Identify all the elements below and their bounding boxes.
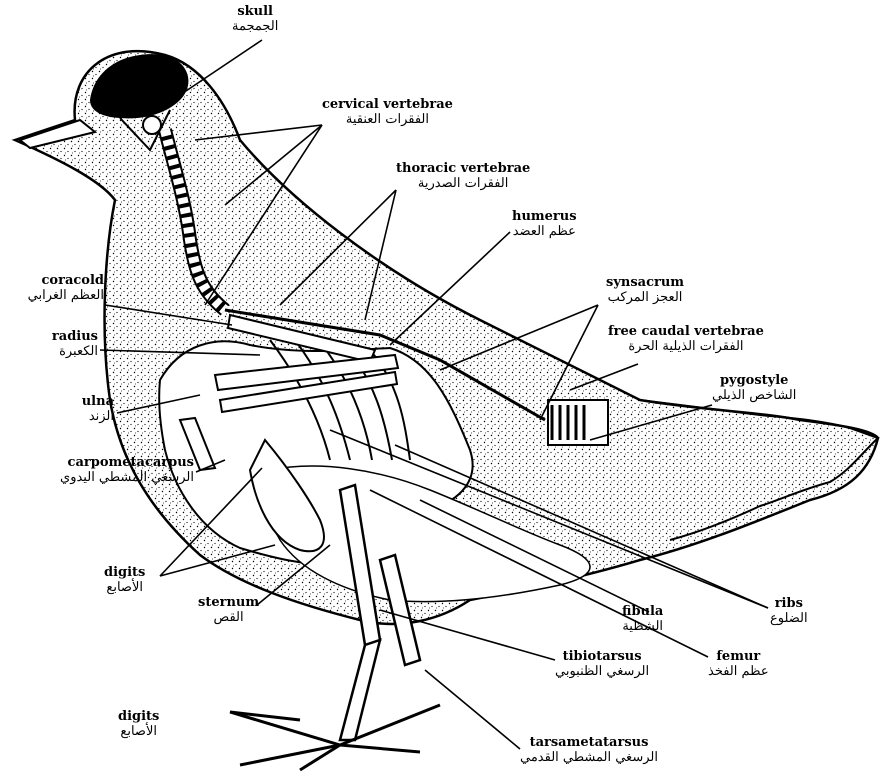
label-carpometacarpus-ar: الرسغي المشطي اليدوي xyxy=(4,471,194,486)
label-free-caudal-vertebrae-en: free caudal vertebrae xyxy=(608,325,764,340)
label-tibiotarsus-en: tibiotarsus xyxy=(555,650,649,665)
label-humerus-en: humerus xyxy=(512,210,577,225)
label-synsacrum-en: synsacrum xyxy=(606,276,684,291)
label-ribs-en: ribs xyxy=(770,597,808,612)
label-tibiotarsus-ar: الرسغي الظنبوبي xyxy=(555,665,649,680)
label-fibula: fibula الشظية xyxy=(622,605,663,634)
label-tibiotarsus: tibiotarsus الرسغي الظنبوبي xyxy=(555,650,649,679)
label-thoracic-vertebrae-ar: الفقرات الصدرية xyxy=(396,177,530,192)
label-coracoid-ar: العظم الغرابي xyxy=(6,289,104,304)
label-free-caudal-vertebrae-ar: الفقرات الذيلية الحرة xyxy=(608,340,764,355)
label-sternum-ar: القص xyxy=(198,611,259,626)
label-skull-ar: الجمجمة xyxy=(232,20,278,35)
label-pygostyle-ar: الشاخص الذيلي xyxy=(712,389,796,404)
label-digits-foot: digits الأصابع xyxy=(118,710,159,739)
label-pygostyle-en: pygostyle xyxy=(712,374,796,389)
label-digits-wing-ar: الأصابع xyxy=(104,581,145,596)
label-thoracic-vertebrae: thoracic vertebrae الفقرات الصدرية xyxy=(396,162,530,191)
label-radius: radius الكعبرة xyxy=(6,330,98,359)
label-femur-en: femur xyxy=(708,650,769,665)
label-digits-foot-en: digits xyxy=(118,710,159,725)
label-radius-ar: الكعبرة xyxy=(6,345,98,360)
label-humerus: humerus عظم العضد xyxy=(512,210,577,239)
label-femur: femur عظم الفخذ xyxy=(708,650,769,679)
label-coracoid: coracold العظم الغرابي xyxy=(6,274,104,303)
label-digits-wing-en: digits xyxy=(104,566,145,581)
label-synsacrum: synsacrum العجز المركب xyxy=(606,276,684,305)
label-thoracic-vertebrae-en: thoracic vertebrae xyxy=(396,162,530,177)
label-tarsometatarsus-en: tarsametatarsus xyxy=(520,736,658,751)
label-carpometacarpus-en: carpometacarpus xyxy=(4,456,194,471)
label-digits-foot-ar: الأصابع xyxy=(118,725,159,740)
label-free-caudal-vertebrae: free caudal vertebrae الفقرات الذيلية ال… xyxy=(608,325,764,354)
label-ulna-ar: الزند xyxy=(6,410,114,425)
label-sternum: sternum القص xyxy=(198,596,259,625)
label-fibula-en: fibula xyxy=(622,605,663,620)
label-cervical-vertebrae-en: cervical vertebrae xyxy=(322,98,453,113)
label-tarsometatarsus: tarsametatarsus الرسغي المشطي القدمي xyxy=(520,736,658,765)
label-cervical-vertebrae: cervical vertebrae الفقرات العنقية xyxy=(322,98,453,127)
label-digits-wing: digits الأصابع xyxy=(104,566,145,595)
label-cervical-vertebrae-ar: الفقرات العنقية xyxy=(322,113,453,128)
label-coracoid-en: coracold xyxy=(6,274,104,289)
label-skull: skull الجمجمة xyxy=(232,5,278,34)
label-synsacrum-ar: العجز المركب xyxy=(606,291,684,306)
label-radius-en: radius xyxy=(6,330,98,345)
label-ulna-en: ulna xyxy=(6,395,114,410)
label-pygostyle: pygostyle الشاخص الذيلي xyxy=(712,374,796,403)
label-ribs: ribs الضلوع xyxy=(770,597,808,626)
label-ulna: ulna الزند xyxy=(6,395,114,424)
label-skull-en: skull xyxy=(232,5,278,20)
label-sternum-en: sternum xyxy=(198,596,259,611)
label-carpometacarpus: carpometacarpus الرسغي المشطي اليدوي xyxy=(4,456,194,485)
label-femur-ar: عظم الفخذ xyxy=(708,665,769,680)
foot-digits-shape xyxy=(230,705,440,770)
label-fibula-ar: الشظية xyxy=(622,620,663,635)
label-tarsometatarsus-ar: الرسغي المشطي القدمي xyxy=(520,751,658,766)
label-humerus-ar: عظم العضد xyxy=(512,225,577,240)
label-ribs-ar: الضلوع xyxy=(770,612,808,627)
